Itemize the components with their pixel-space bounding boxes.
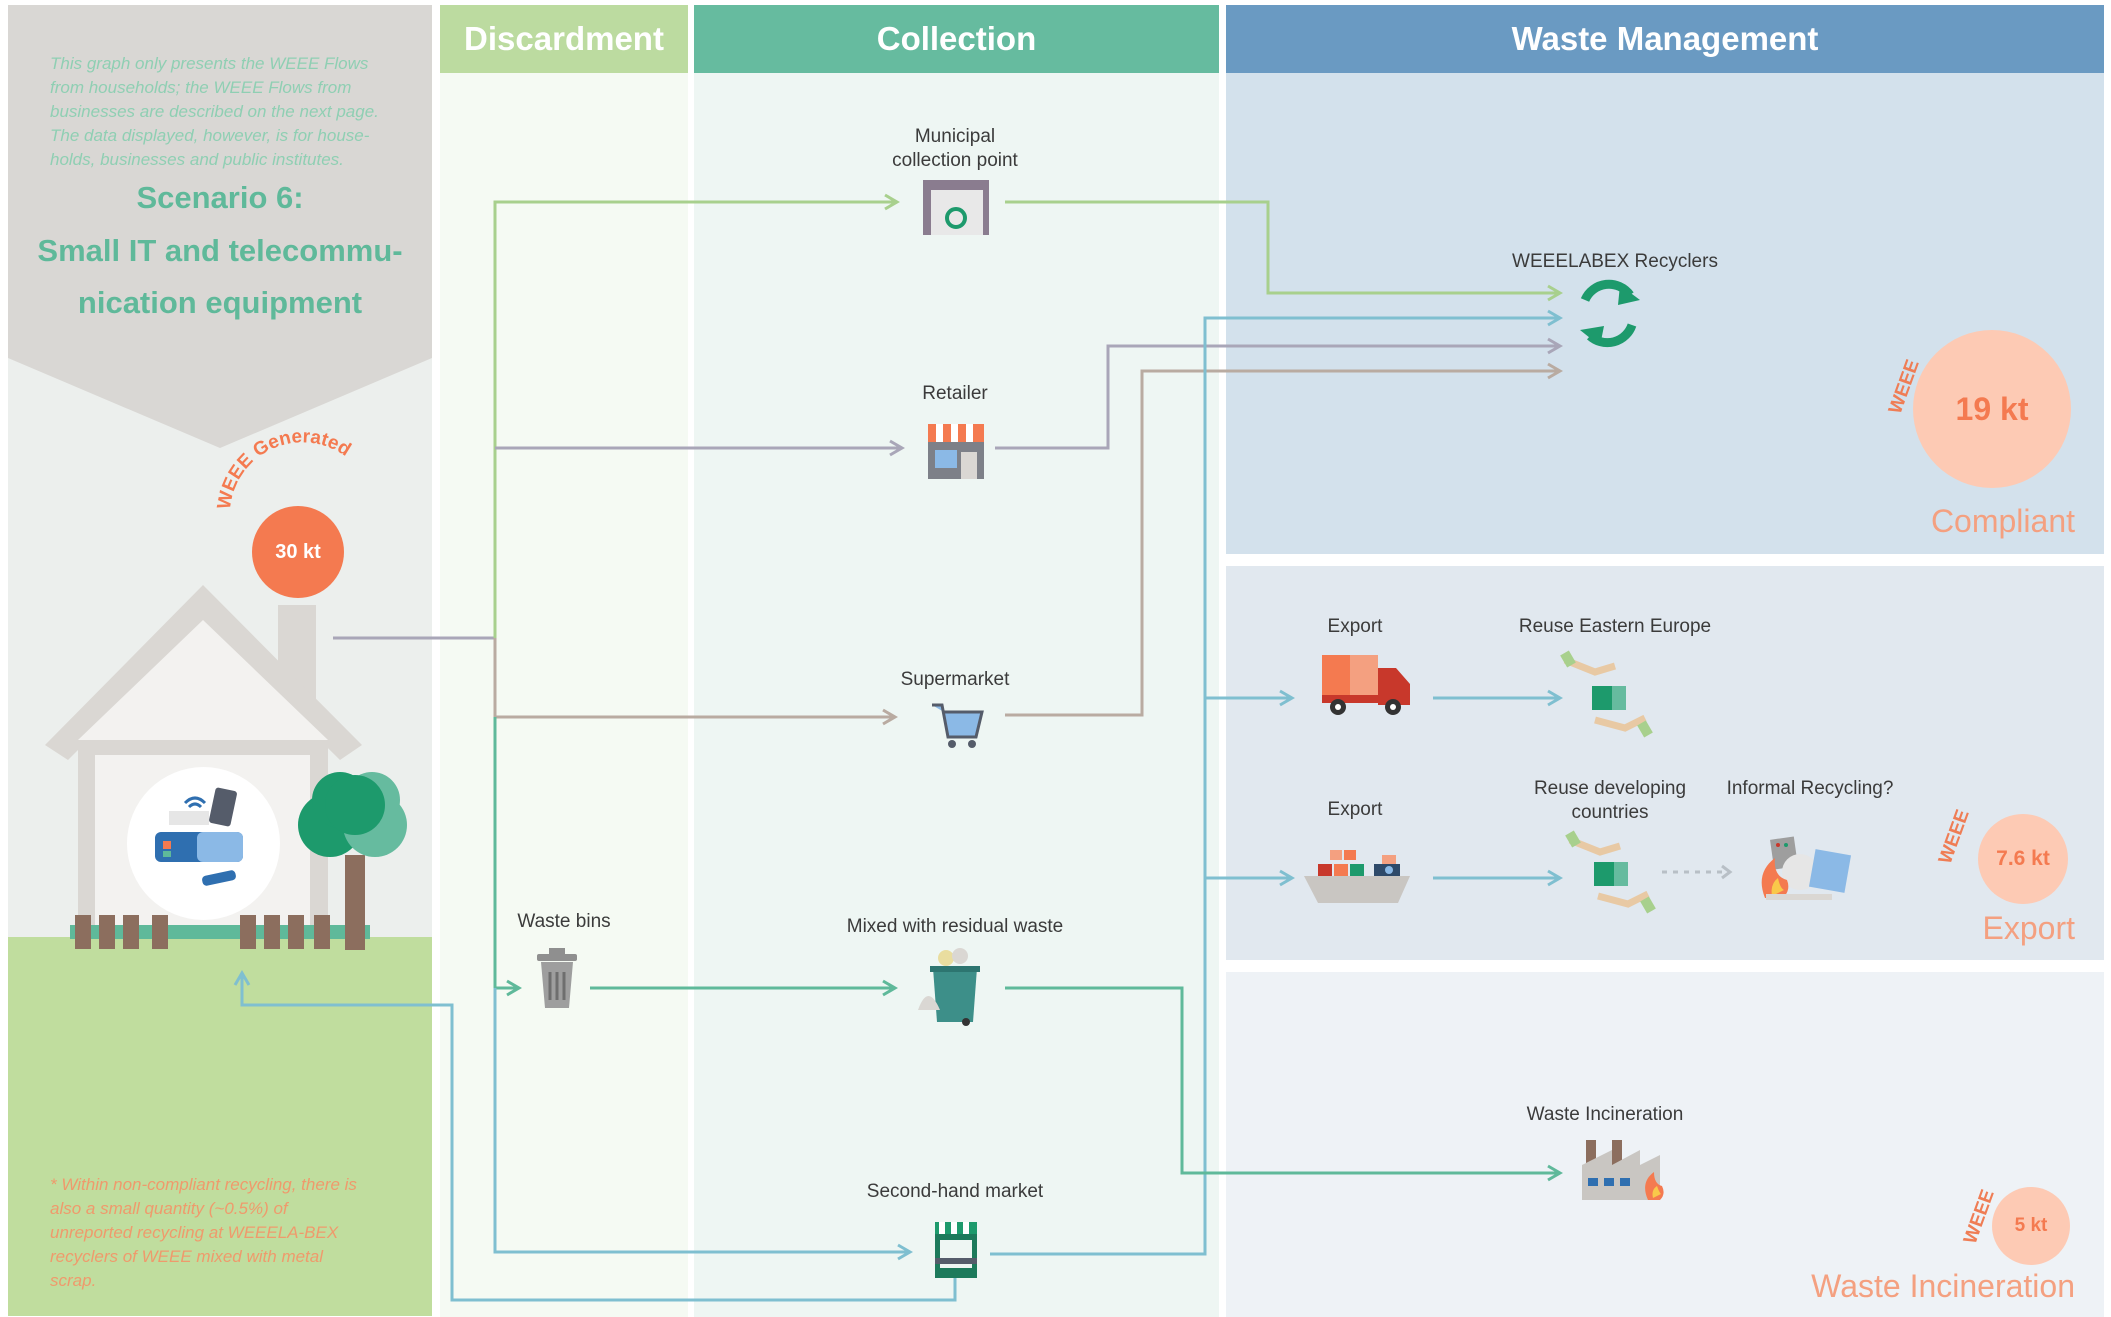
weee-generated-value: 30 kt [252, 506, 344, 598]
devices-icon [155, 787, 243, 886]
retailer-label: Retailer [922, 383, 988, 404]
incineration-zone [1226, 972, 2104, 1317]
incineration-label: Waste Incineration [1526, 1104, 1684, 1125]
municipal-label-line2: collection point [892, 150, 1018, 171]
export2-label: Export [1327, 799, 1383, 820]
collection-column-bg [694, 73, 1219, 1317]
export1-label: Export [1327, 616, 1383, 637]
footnote: * Within non-compliant recycling, there … [50, 1175, 357, 1290]
scenario-subtitle-line1: Small IT and telecommu- [37, 233, 403, 268]
recyclers-label: WEEELABEX Recyclers [1512, 251, 1718, 272]
reuse-developing-label-line1: Reuse developing [1533, 778, 1687, 799]
incineration-value: 5 kt [1992, 1187, 2070, 1265]
compliant-label: Compliant [1930, 503, 2075, 539]
intro-note: This graph only presents the WEEE Flows … [50, 54, 379, 169]
mixed-residual-label: Mixed with residual waste [846, 916, 1064, 937]
compliant-value: 19 kt [1913, 330, 2071, 488]
export-value: 7.6 kt [1978, 814, 2068, 904]
municipal-label-line1: Municipal [914, 126, 996, 147]
scenario-title: Scenario 6: [136, 180, 304, 215]
reuse-developing-label-line2: countries [1571, 802, 1649, 823]
devices-circle [127, 767, 280, 920]
header-waste-management: Waste Management [1226, 5, 2104, 73]
header-discardment: Discardment [440, 5, 688, 73]
header-collection: Collection [694, 5, 1219, 73]
informal-recycling-label: Informal Recycling? [1726, 778, 1894, 799]
waste-bins-label: Waste bins [517, 911, 611, 932]
scenario-subtitle-line2: nication equipment [77, 285, 363, 320]
discardment-column-bg [440, 73, 688, 1317]
supermarket-label: Supermarket [900, 669, 1010, 690]
left-panel-lawn [8, 937, 432, 1316]
second-hand-label: Second-hand market [866, 1181, 1044, 1202]
incineration-outcome-label: Waste Incineration [1811, 1268, 2075, 1304]
weee-tag-export: WEEE [1935, 807, 1974, 867]
reuse-eastern-label: Reuse Eastern Europe [1518, 616, 1712, 637]
export-label: Export [1982, 910, 2075, 946]
